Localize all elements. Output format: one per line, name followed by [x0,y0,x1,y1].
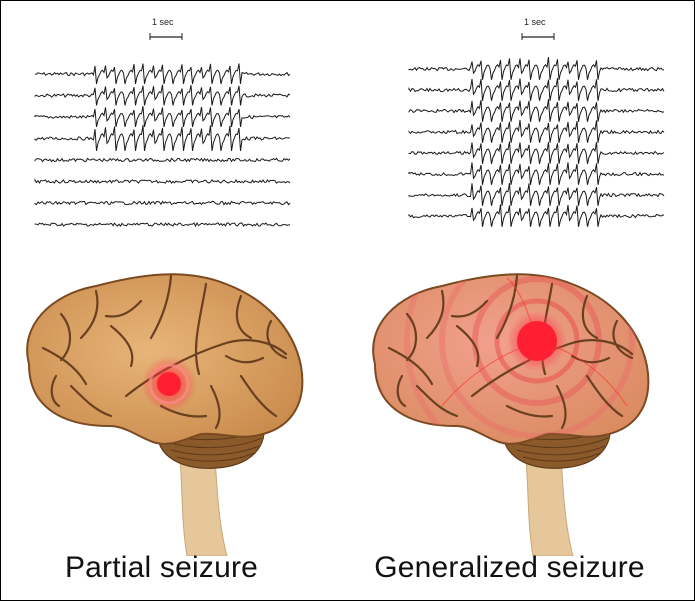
seizure-focus-point [157,372,181,396]
eeg-trace-spiking [408,57,665,80]
brainstem [524,445,574,556]
seizure-focus-ring [148,363,190,405]
partial-seizure-panel: 1 sec [1,1,346,600]
eeg-trace-normal [34,221,291,228]
eeg-trace-spiking [408,183,665,206]
eeg-trace-spiking [34,106,291,128]
eeg-trace-spiking [34,63,291,85]
eeg-trace-spiking [34,84,291,106]
eeg-trace-spiking [408,141,665,164]
cerebellum-folds [510,429,610,462]
partial-eeg-recording [34,33,291,228]
generalized-brain-illustration [372,273,650,556]
time-scale-label: 1 sec [524,17,546,27]
eeg-trace-normal [34,178,291,184]
eeg-trace-spiking [408,78,665,101]
partial-seizure-caption: Partial seizure [64,551,259,584]
eeg-trace-spiking [408,99,665,122]
eeg-trace-spiking [408,119,665,143]
generalized-eeg-recording [408,33,665,227]
time-scale-label: 1 sec [152,17,174,27]
eeg-trace-normal [34,157,291,163]
brainstem [178,445,228,556]
generalized-seizure-caption: Generalized seizure [374,551,645,584]
eeg-trace-spiking [408,162,665,185]
partial-brain-illustration [26,273,304,556]
generalized-seizure-panel: 1 sec [347,1,692,600]
eeg-trace-spiking [34,125,291,151]
seizure-spread-rings [404,274,649,444]
seizure-focus-point [517,321,557,361]
brain-gyri [387,274,634,430]
eeg-trace-spiking [408,204,664,227]
eeg-trace-normal [34,200,291,206]
